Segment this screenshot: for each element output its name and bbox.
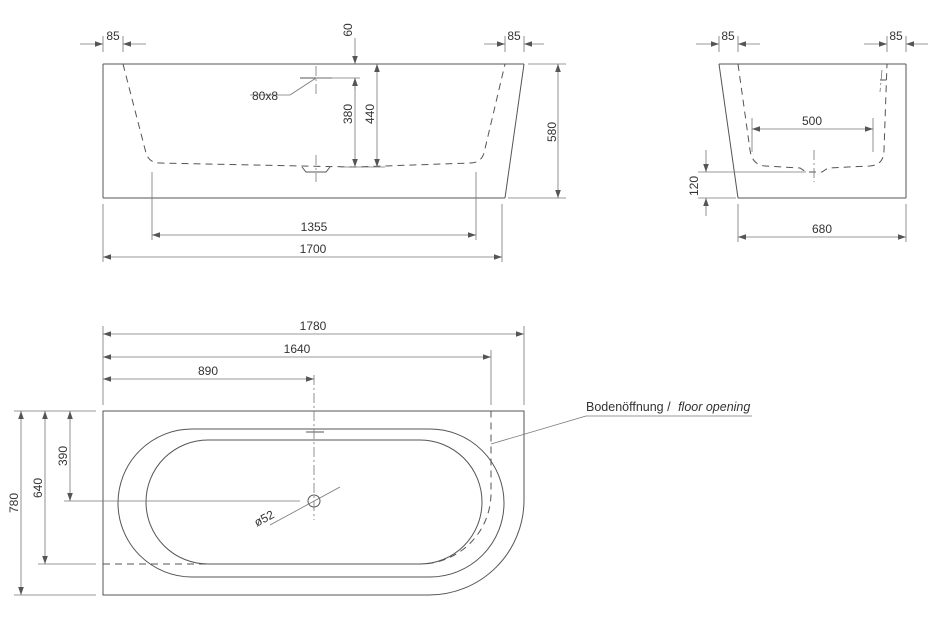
front-bottom-length-label: 1355 [301, 220, 328, 234]
plan-view: ø52 1780 1640 890 390 640 780 Bodenöffnu… [7, 319, 752, 596]
plan-total-length-label: 1780 [300, 319, 327, 333]
side-inner-width-label: 500 [802, 114, 822, 128]
front-view: 85 85 60 380 440 80x8 580 1355 [80, 23, 566, 262]
floor-opening-label-de: Bodenöffnung / [586, 400, 671, 414]
plan-straight-width-label: 640 [31, 478, 45, 498]
plan-drain-diameter-label: ø52 [252, 507, 277, 529]
front-height-label: 580 [545, 122, 559, 142]
front-depth-inner-label: 380 [341, 104, 355, 124]
plan-total-width-label: 780 [7, 493, 21, 513]
front-overflow-label: 80x8 [252, 89, 278, 103]
front-depth-total-label: 440 [363, 104, 377, 124]
side-width-label: 680 [812, 222, 832, 236]
floor-opening-label-en: floor opening [678, 400, 750, 414]
floor-opening-label: Bodenöffnung / floor opening [586, 400, 750, 414]
plan-drain-offset-x-label: 890 [198, 364, 218, 378]
front-length-label: 1700 [300, 242, 327, 256]
plan-straight-length-label: 1640 [284, 342, 311, 356]
side-view: 85 85 500 120 680 [687, 29, 928, 242]
plan-drain-offset-y-label: 390 [56, 446, 70, 466]
side-floor-height-label: 120 [687, 176, 701, 196]
side-overhang-right-label: 85 [889, 29, 903, 43]
front-overhang-left-label: 85 [106, 29, 120, 43]
front-rim-top-label: 60 [341, 23, 355, 37]
side-overhang-left-label: 85 [721, 29, 735, 43]
front-overhang-right-label: 85 [507, 29, 521, 43]
